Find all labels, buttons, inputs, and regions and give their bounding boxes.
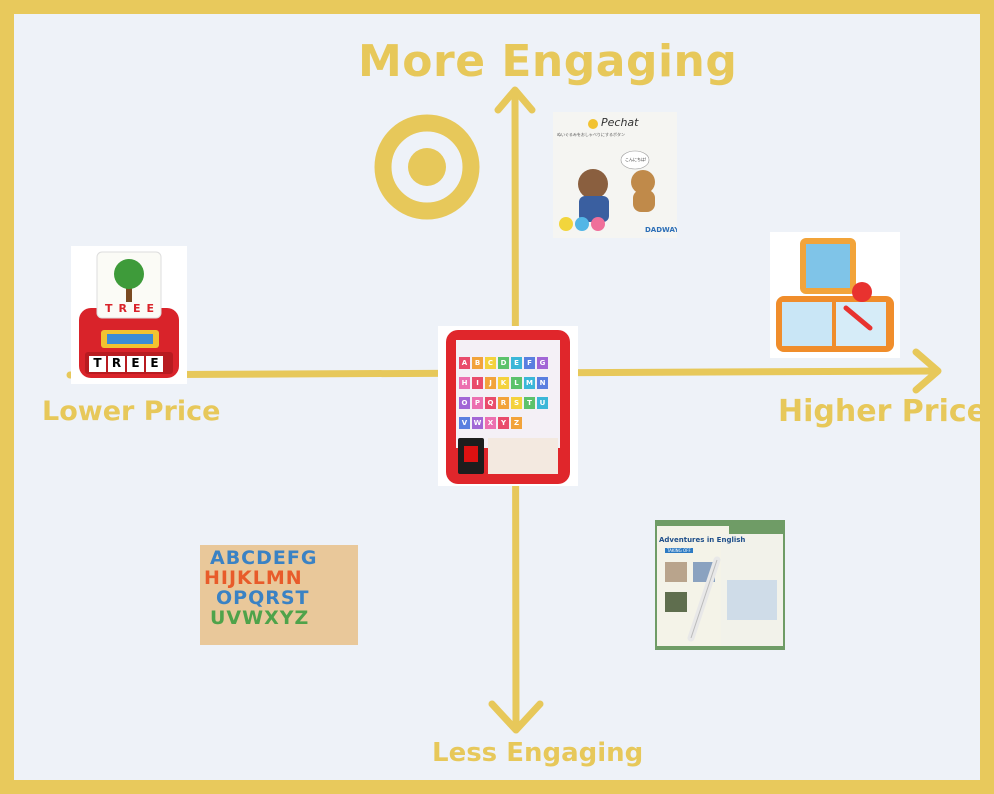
- picture-book-image: [770, 232, 900, 358]
- pechat-speech: こんにちは!: [625, 157, 647, 162]
- tile-1: T: [89, 356, 106, 372]
- tile-3: E: [127, 356, 144, 372]
- tablet-key: X: [485, 417, 496, 429]
- target-icon: [374, 114, 480, 220]
- workbook-title: Adventures in English: [659, 536, 746, 544]
- tablet-key: V: [459, 417, 470, 429]
- puzzle-row-3: OPQRST: [216, 587, 310, 609]
- tablet-key: Y: [498, 417, 509, 429]
- tablet-key: W: [472, 417, 483, 429]
- tablet-key: F: [524, 357, 535, 369]
- tile-4: E: [146, 356, 163, 372]
- tablet-key: I: [472, 377, 483, 389]
- tablet-key: K: [498, 377, 509, 389]
- puzzle-row-4: UVWXYZ: [210, 607, 310, 629]
- spelling-game-image: TREE T R E E: [71, 246, 187, 384]
- right-arrowhead: [912, 348, 942, 394]
- tile-2: R: [108, 356, 125, 372]
- tablet-key: Z: [511, 417, 522, 429]
- tablet-key: M: [524, 377, 535, 389]
- tablet-key: D: [498, 357, 509, 369]
- tablet-key: E: [511, 357, 522, 369]
- pechat-maker: DADWAY: [645, 226, 677, 234]
- tablet-key: J: [485, 377, 496, 389]
- down-arrowhead: [488, 700, 544, 734]
- higher-price-label: Higher Price: [778, 394, 980, 429]
- tablet-key: L: [511, 377, 522, 389]
- picture-book-illustration: [776, 238, 894, 352]
- card-word: TREE: [105, 302, 161, 315]
- workbook-subtitle: TAKING OFF: [665, 548, 693, 553]
- tablet-key: Q: [485, 397, 496, 409]
- tablet-key: O: [459, 397, 470, 409]
- tablet-key: P: [472, 397, 483, 409]
- pechat-image: Pechat ぬいぐるみをおしゃべりにするボタン こんにちは! DADWAY: [553, 112, 677, 238]
- tablet-key: N: [537, 377, 548, 389]
- tablet-key: U: [537, 397, 548, 409]
- tablet-key: R: [498, 397, 509, 409]
- pechat-brand: Pechat: [601, 116, 639, 129]
- tablet-key: B: [472, 357, 483, 369]
- lower-price-label: Lower Price: [42, 396, 221, 427]
- pechat-tagline: ぬいぐるみをおしゃべりにするボタン: [557, 132, 625, 137]
- tablet-key: H: [459, 377, 470, 389]
- tablet-key: T: [524, 397, 535, 409]
- quadrant-frame: More Engaging Less Engaging Lower Price …: [14, 14, 980, 780]
- tablet-key: S: [511, 397, 522, 409]
- puzzle-row-1: ABCDEFG: [210, 547, 318, 569]
- reading-pen-book-illustration: [657, 526, 783, 646]
- puzzle-row-2: HIJKLMN: [204, 567, 303, 589]
- pechat-illustration: [559, 119, 655, 231]
- alphabet-puzzle-image: ABCDEFG HIJKLMN OPQRST UVWXYZ: [200, 545, 358, 645]
- tablet-key: A: [459, 357, 470, 369]
- more-engaging-label: More Engaging: [358, 36, 738, 87]
- reading-pen-book-image: Adventures in English TAKING OFF: [655, 520, 785, 650]
- up-arrowhead: [494, 86, 536, 114]
- tablet-key: C: [485, 357, 496, 369]
- tablet-key: G: [537, 357, 548, 369]
- less-engaging-label: Less Engaging: [432, 738, 644, 768]
- tree-icon: [114, 259, 144, 302]
